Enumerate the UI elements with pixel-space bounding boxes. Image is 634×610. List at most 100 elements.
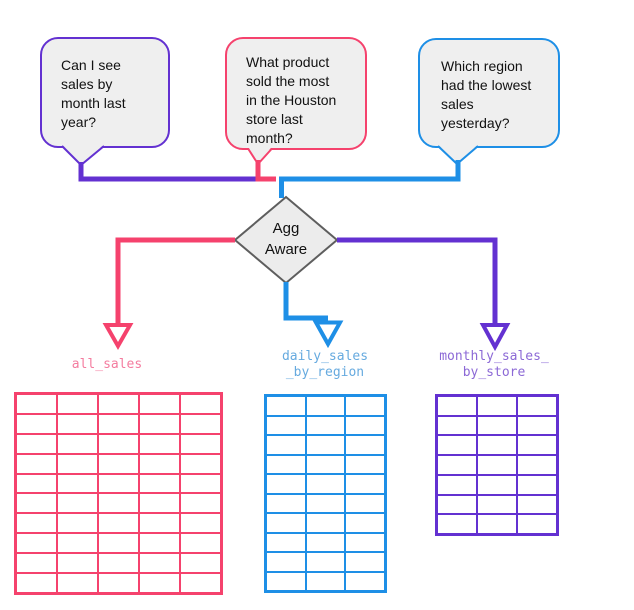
table-cell — [99, 414, 138, 433]
table-cell — [181, 554, 220, 573]
connector-pink-bus — [255, 160, 276, 182]
table-cell — [306, 397, 345, 415]
table-cell — [438, 436, 476, 455]
table-cell — [267, 416, 305, 434]
table-cell — [478, 475, 516, 494]
pink-arrow-icon — [102, 323, 134, 351]
table-cell — [99, 554, 138, 573]
table-cell — [267, 572, 305, 590]
table-cell — [17, 514, 56, 533]
table-cell — [306, 514, 345, 532]
table-cell — [99, 454, 138, 473]
table-cell — [17, 554, 56, 573]
table-cell — [346, 553, 384, 571]
table-cell — [17, 434, 56, 453]
table-cell — [17, 414, 56, 433]
table-cell — [438, 495, 476, 514]
table-cell — [306, 416, 345, 434]
table-cell — [267, 436, 305, 454]
table-cell — [17, 494, 56, 513]
table-cell — [181, 494, 220, 513]
table-cell — [267, 514, 305, 532]
table-cell — [518, 436, 556, 455]
table-cell — [99, 534, 138, 553]
speech-bubble-houston-product-question: What product sold the most in the Housto… — [225, 37, 367, 150]
table-cell — [518, 495, 556, 514]
table-cell — [58, 494, 97, 513]
table-cell — [99, 494, 138, 513]
table-cell — [140, 514, 179, 533]
table-cell — [17, 534, 56, 553]
table-cell — [99, 434, 138, 453]
table-cell — [267, 397, 305, 415]
table-cell — [518, 397, 556, 415]
table-cell — [140, 494, 179, 513]
purple-arrow-icon — [479, 323, 511, 352]
table-cell — [346, 494, 384, 512]
table-cell — [140, 434, 179, 453]
table-cell — [140, 534, 179, 553]
table-cell — [58, 474, 97, 493]
table-cell — [438, 397, 476, 415]
table-cell — [346, 475, 384, 493]
table-cell — [267, 553, 305, 571]
table-monthly-sales-by-store — [435, 394, 559, 536]
table-cell — [58, 395, 97, 413]
table-cell — [99, 395, 138, 413]
table-cell — [478, 456, 516, 474]
table-cell — [306, 553, 345, 571]
table-cell — [181, 434, 220, 453]
speech-bubble-monthly-sales-question: Can I see sales by month last year? — [40, 37, 170, 148]
table-label-monthly-sales-by-store: monthly_sales_ by_store — [439, 349, 549, 380]
table-cell — [58, 454, 97, 473]
table-cell — [99, 514, 138, 533]
table-cell — [181, 574, 220, 592]
agg-aware-label: Agg Aware — [264, 220, 308, 258]
table-cell — [346, 572, 384, 590]
speech-bubble-lowest-region-question: Which region had the lowest sales yester… — [418, 38, 560, 148]
table-cell — [306, 475, 345, 493]
table-cell — [438, 475, 476, 494]
table-all-sales — [14, 392, 223, 595]
connector-purple-bus — [78, 162, 259, 182]
table-cell — [478, 416, 516, 435]
table-cell — [346, 436, 384, 454]
table-cell — [518, 416, 556, 435]
branch-pink — [115, 237, 235, 327]
table-cell — [181, 534, 220, 553]
table-cell — [346, 533, 384, 551]
table-cell — [306, 494, 345, 512]
table-cell — [99, 574, 138, 592]
table-cell — [346, 455, 384, 473]
table-cell — [478, 436, 516, 455]
table-cell — [346, 397, 384, 415]
table-cell — [518, 475, 556, 494]
table-label-all-sales: all_sales — [71, 357, 143, 372]
table-label-daily-sales-by-region: daily_sales _by_region — [281, 349, 369, 380]
table-cell — [181, 395, 220, 413]
table-cell — [58, 434, 97, 453]
table-cell — [58, 534, 97, 553]
table-cell — [306, 455, 345, 473]
branch-blue — [283, 282, 328, 321]
table-cell — [99, 474, 138, 493]
table-cell — [306, 572, 345, 590]
table-cell — [17, 574, 56, 592]
table-cell — [181, 474, 220, 493]
table-cell — [478, 397, 516, 415]
branch-purple — [337, 237, 498, 326]
table-cell — [267, 475, 305, 493]
table-cell — [58, 574, 97, 592]
table-cell — [181, 514, 220, 533]
table-cell — [306, 436, 345, 454]
table-cell — [58, 514, 97, 533]
blue-arrow-icon — [312, 320, 344, 349]
table-cell — [438, 456, 476, 474]
table-cell — [518, 515, 556, 533]
connector-blue-bus — [279, 160, 461, 198]
table-cell — [478, 495, 516, 514]
table-cell — [58, 554, 97, 573]
bubble2-tail-outline — [247, 147, 273, 166]
table-cell — [17, 454, 56, 473]
